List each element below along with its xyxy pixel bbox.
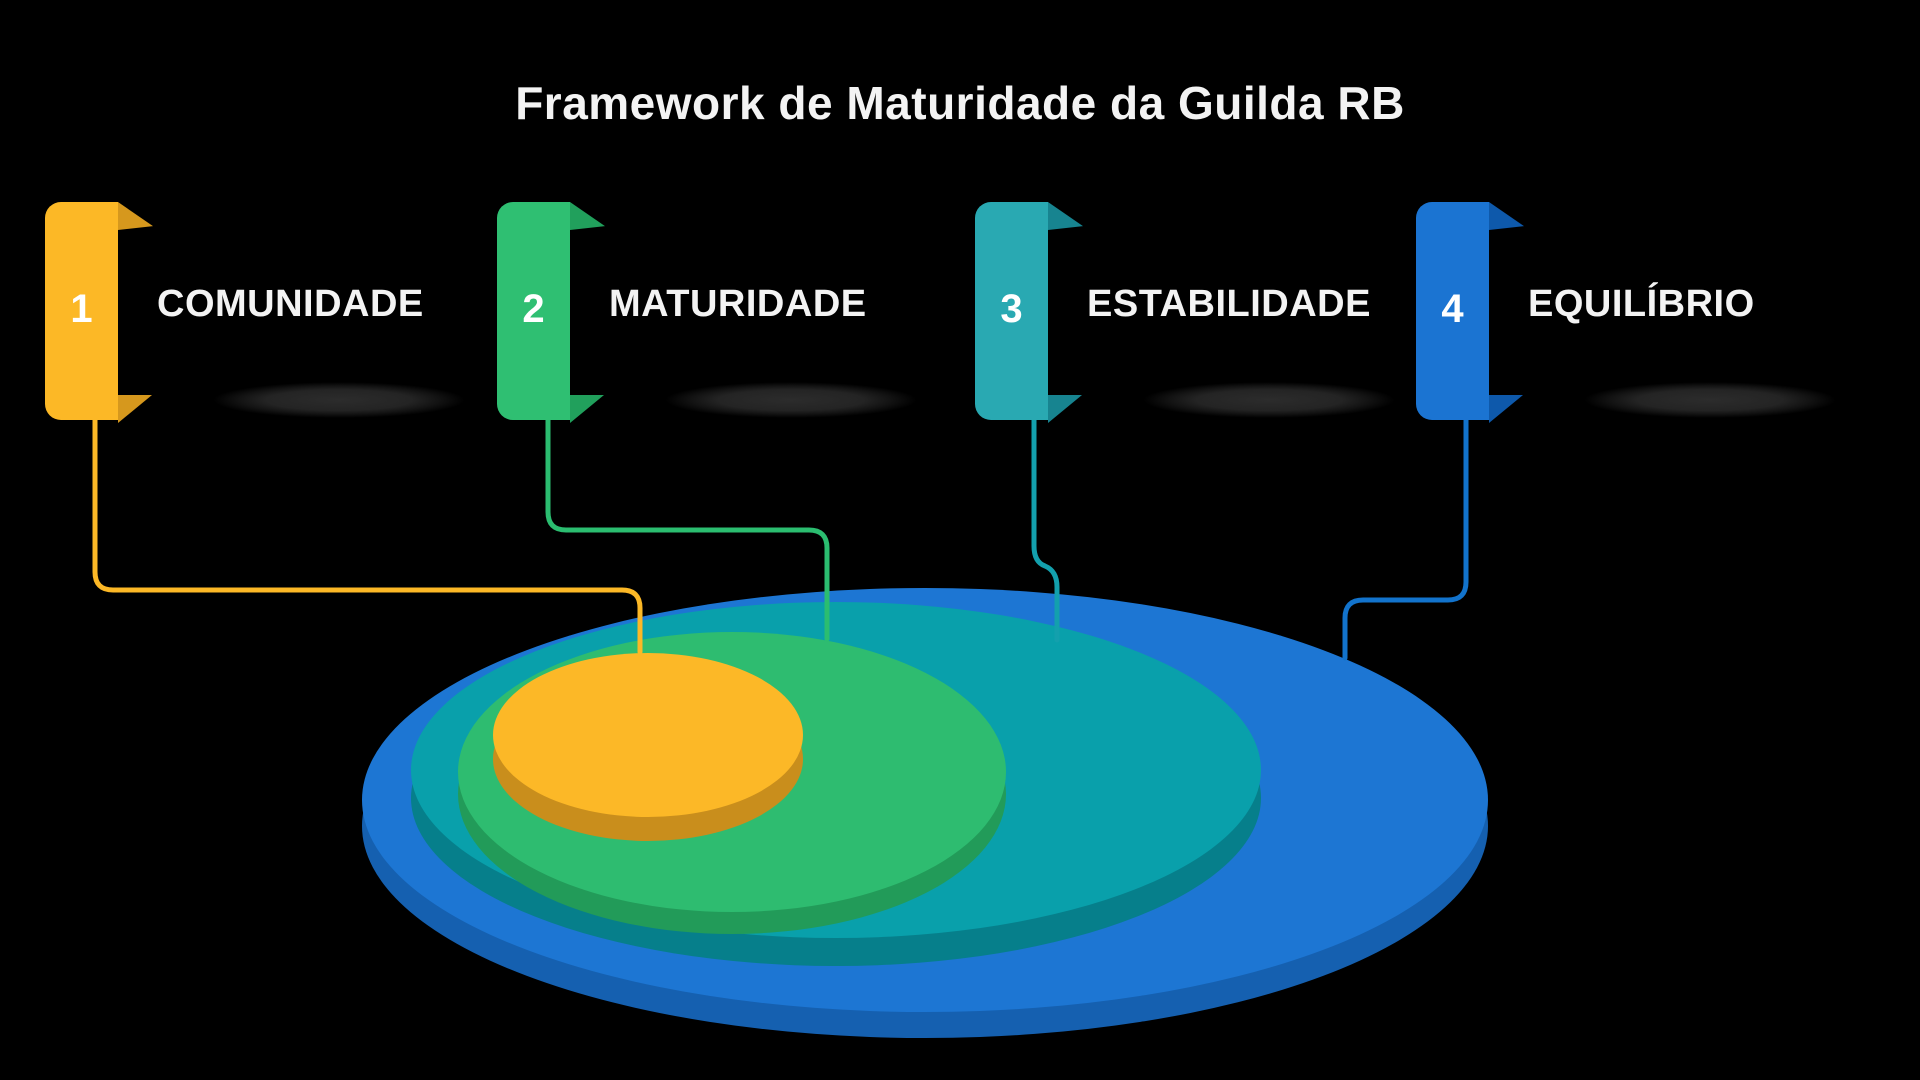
step-label-maturidade: MATURIDADE [609, 283, 867, 325]
step-label-comunidade: COMUNIDADE [157, 283, 424, 325]
step-number: 1 [70, 286, 93, 331]
step-label-estabilidade: ESTABILIDADE [1087, 283, 1371, 325]
connector-equilibrio [1342, 417, 1469, 661]
step-number: 4 [1441, 286, 1464, 331]
step-number: 2 [522, 286, 545, 331]
connector-maturidade [545, 417, 830, 642]
page-title: Framework de Maturidade da Guilda RB [515, 77, 1405, 129]
ribbon-4: 4 [1416, 202, 1489, 420]
ribbon-2: 2 [497, 202, 570, 420]
connector-comunidade [92, 417, 643, 655]
ribbon-3: 3 [975, 202, 1048, 420]
step-label-equilibrio: EQUILÍBRIO [1528, 283, 1755, 325]
row-shadow-3 [1108, 377, 1430, 423]
ribbon-1: 1 [45, 202, 118, 420]
connector-estabilidade [1031, 417, 1060, 643]
step-number: 3 [1000, 286, 1023, 331]
disc-comunidade-face [493, 653, 803, 817]
row-shadow-2 [630, 377, 952, 423]
row-shadow-1 [178, 377, 500, 423]
row-shadow-4 [1549, 377, 1871, 423]
